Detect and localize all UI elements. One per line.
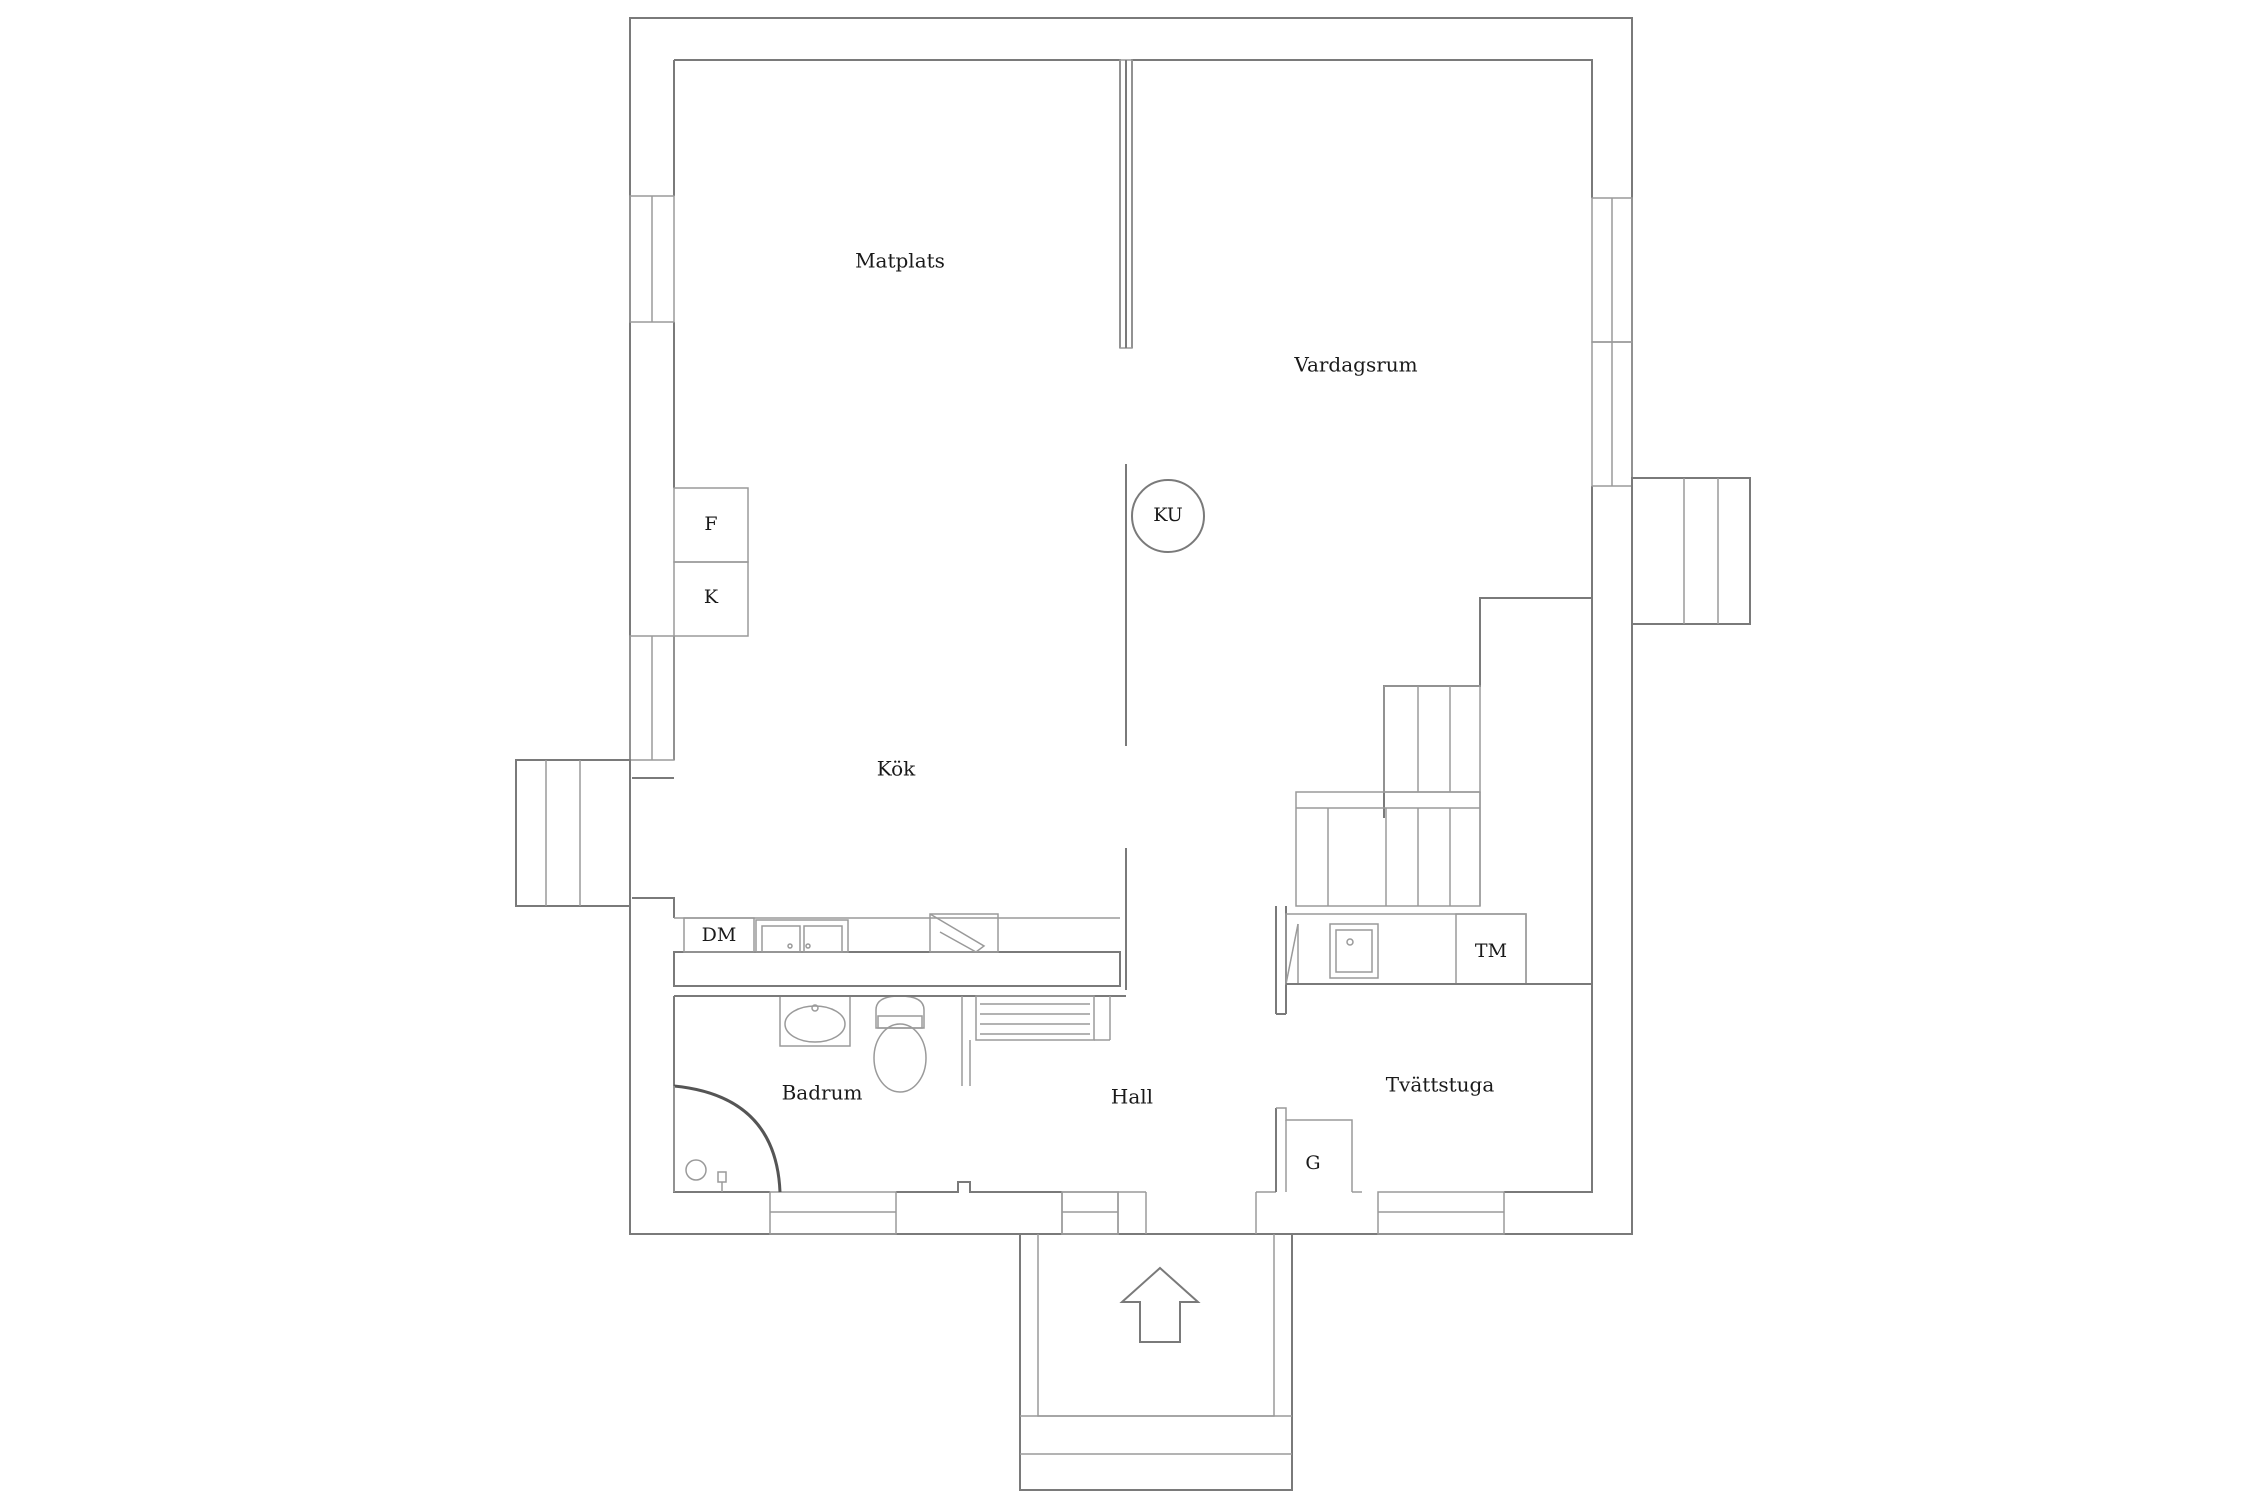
right-windows (1591, 197, 1633, 487)
room-label-hall: Hall (1111, 1085, 1153, 1109)
right-steps (1631, 477, 1751, 625)
entry-walls (1061, 1191, 1276, 1235)
left-windows (629, 195, 675, 761)
sink-icon (779, 995, 851, 1047)
fridge-freezer (673, 487, 749, 637)
hall-radiator (969, 995, 1111, 1086)
room-label-kok: Kök (877, 757, 916, 781)
room-label-badrum: Badrum (782, 1081, 863, 1105)
room-label-vardagsrum: Vardagsrum (1293, 353, 1417, 377)
interior-walls (1119, 59, 1592, 1014)
kitchen-counter (673, 913, 1126, 997)
staircase (1295, 685, 1481, 907)
fixture-label-dishwasher: DM (702, 924, 737, 946)
left-steps (515, 759, 631, 907)
bathroom-fixtures (673, 995, 970, 1193)
outer-walls (629, 17, 1633, 1235)
sink-icon (761, 925, 801, 953)
room-label-tvattstuga: Tvättstuga (1386, 1073, 1495, 1097)
entrance-arrow-icon (1119, 1266, 1201, 1343)
bottom-windows (769, 1191, 1505, 1235)
stove-icon (1131, 479, 1205, 553)
shower-icon (673, 1084, 782, 1193)
fixture-label-stove: KU (1153, 504, 1183, 526)
toilet-icon (873, 995, 927, 1093)
fixture-label-dryer: TM (1475, 940, 1507, 962)
fixture-label-freezer: K (704, 586, 719, 608)
sink-icon (1329, 923, 1379, 979)
fixture-label-wardrobe: G (1305, 1152, 1320, 1174)
room-labels: Matplats Vardagsrum Kök Badrum Hall Tvät… (782, 249, 1495, 1109)
entrance-porch (1019, 1234, 1293, 1491)
laundry-room (1275, 913, 1592, 1193)
fixture-label-fridge: F (704, 513, 717, 535)
fixture-labels: F K KU DM TM G (702, 504, 1507, 1174)
room-label-matplats: Matplats (855, 249, 945, 273)
